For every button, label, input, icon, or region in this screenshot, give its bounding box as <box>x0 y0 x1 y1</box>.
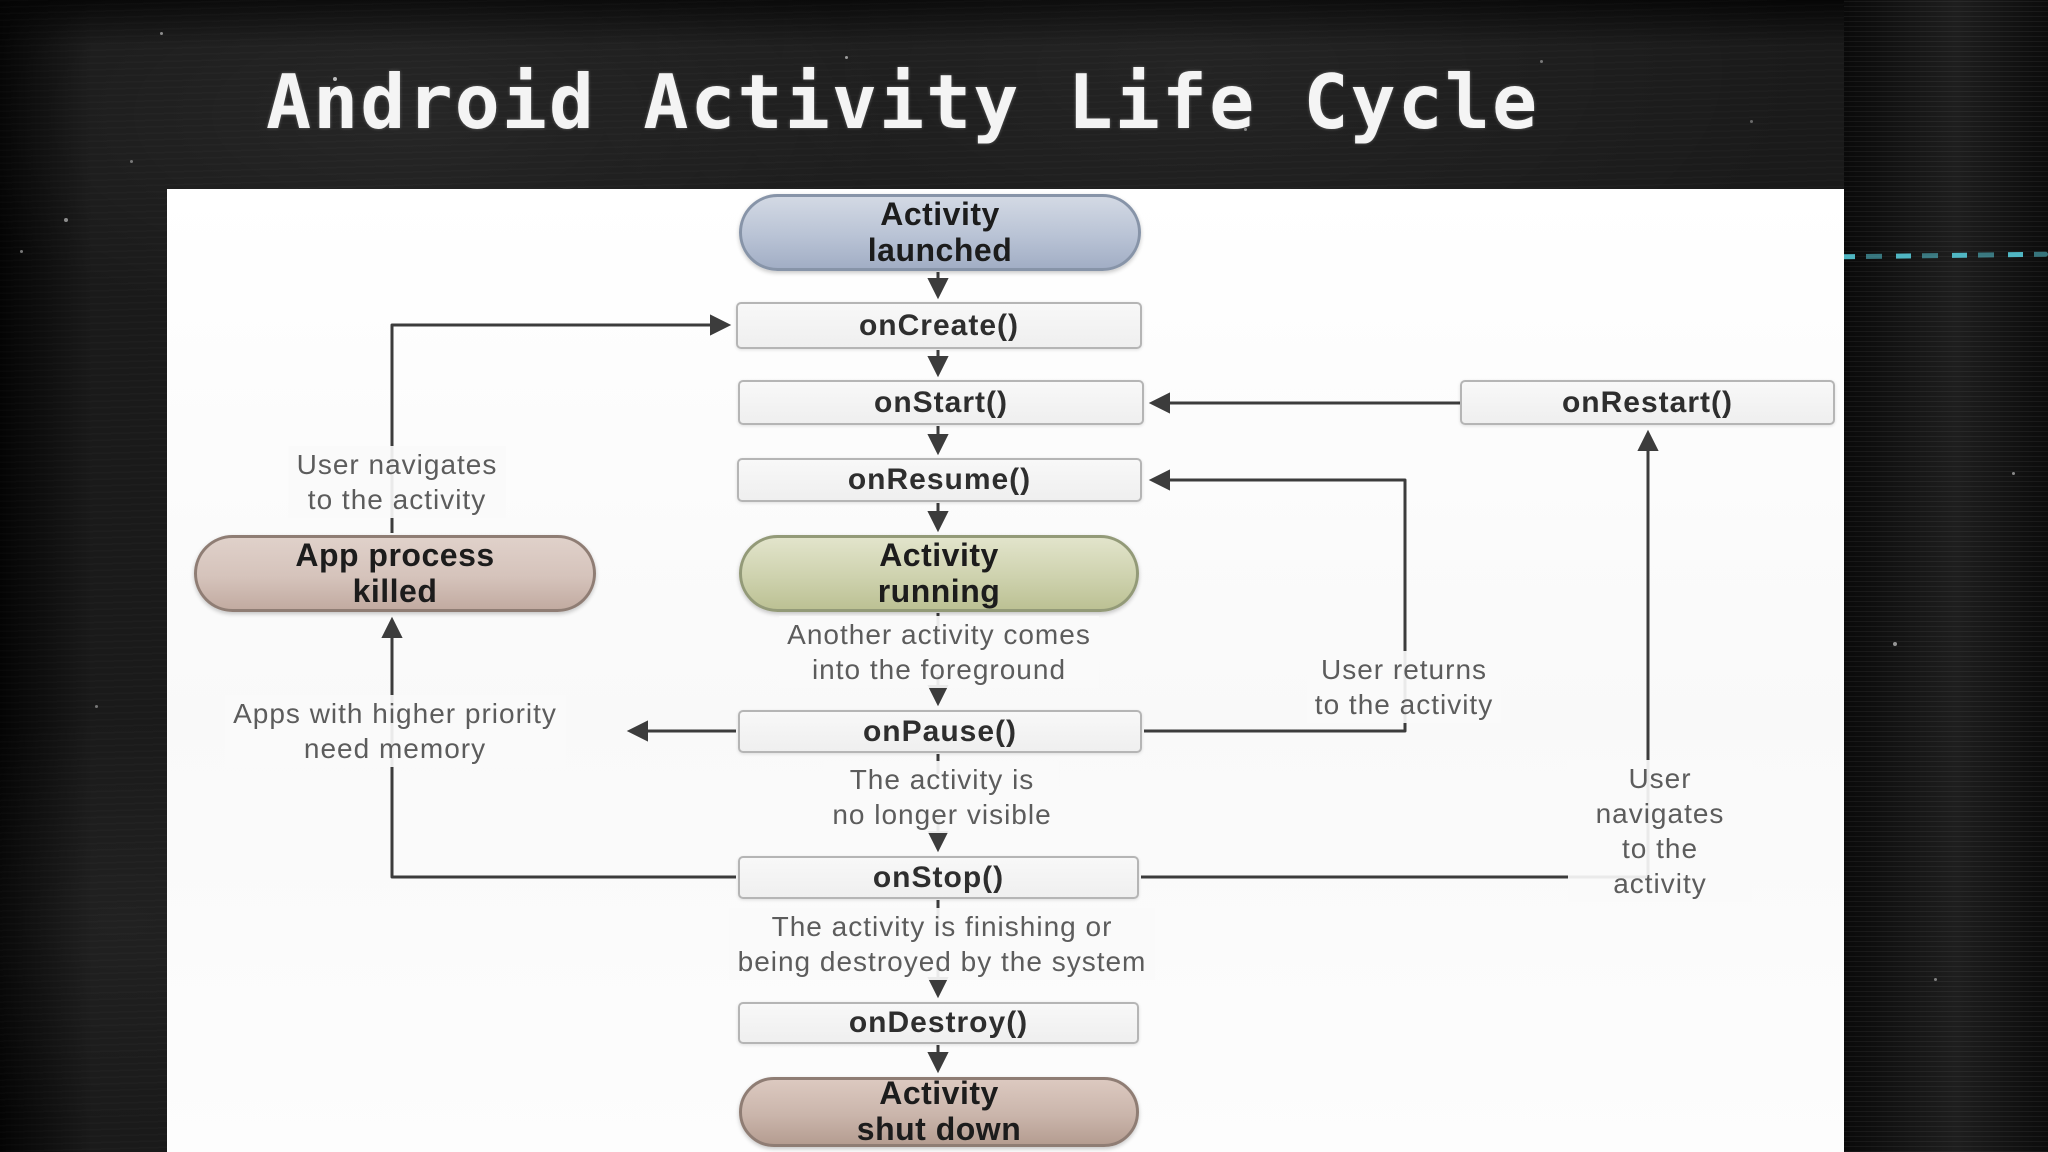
label-another-activity-foreground: Another activity comes into the foregrou… <box>779 616 1099 688</box>
node-ondestroy: onDestroy() <box>738 1002 1139 1044</box>
chalk-speckle <box>20 250 23 253</box>
node-onpause: onPause() <box>738 710 1142 753</box>
node-activity-launched: Activity launched <box>739 194 1141 271</box>
chalk-speckle <box>1893 642 1897 646</box>
node-onrestart: onRestart() <box>1460 380 1835 425</box>
node-onstop: onStop() <box>738 856 1139 899</box>
node-activity-shut-down: Activity shut down <box>739 1075 1139 1147</box>
chalk-speckle <box>2012 472 2015 475</box>
chalk-speckle <box>95 705 98 708</box>
label-user-navigates-left: User navigates to the activity <box>288 446 506 518</box>
chalk-speckle <box>1934 978 1937 981</box>
label-apps-higher-priority: Apps with higher priority need memory <box>225 695 565 767</box>
label-no-longer-visible: The activity is no longer visible <box>824 761 1060 833</box>
chalk-scribble-accent <box>1839 251 2048 260</box>
node-activity-running: Activity running <box>739 535 1139 612</box>
diagram-panel: Activity launched onCreate() onStart() o… <box>167 189 1844 1152</box>
chalk-speckle <box>130 160 133 163</box>
node-onstart: onStart() <box>738 380 1144 425</box>
node-app-process-killed: App process killed <box>194 535 596 612</box>
label-user-navigates-right: User navigates to the activity <box>1568 760 1752 902</box>
chalk-speckle <box>64 218 68 222</box>
chalk-speckle <box>160 32 163 35</box>
chalk-speckle <box>1540 60 1543 63</box>
node-onresume: onResume() <box>737 458 1142 502</box>
label-user-returns: User returns to the activity <box>1306 651 1502 723</box>
slide-title: Android Activity Life Cycle <box>266 58 1540 146</box>
label-finishing-or-destroyed: The activity is finishing or being destr… <box>729 908 1155 980</box>
chalk-speckle <box>1750 120 1753 123</box>
node-oncreate: onCreate() <box>736 302 1142 349</box>
chalkboard-right-band <box>1844 0 2048 1152</box>
edge-onpause-onresume-return <box>1144 469 1407 733</box>
